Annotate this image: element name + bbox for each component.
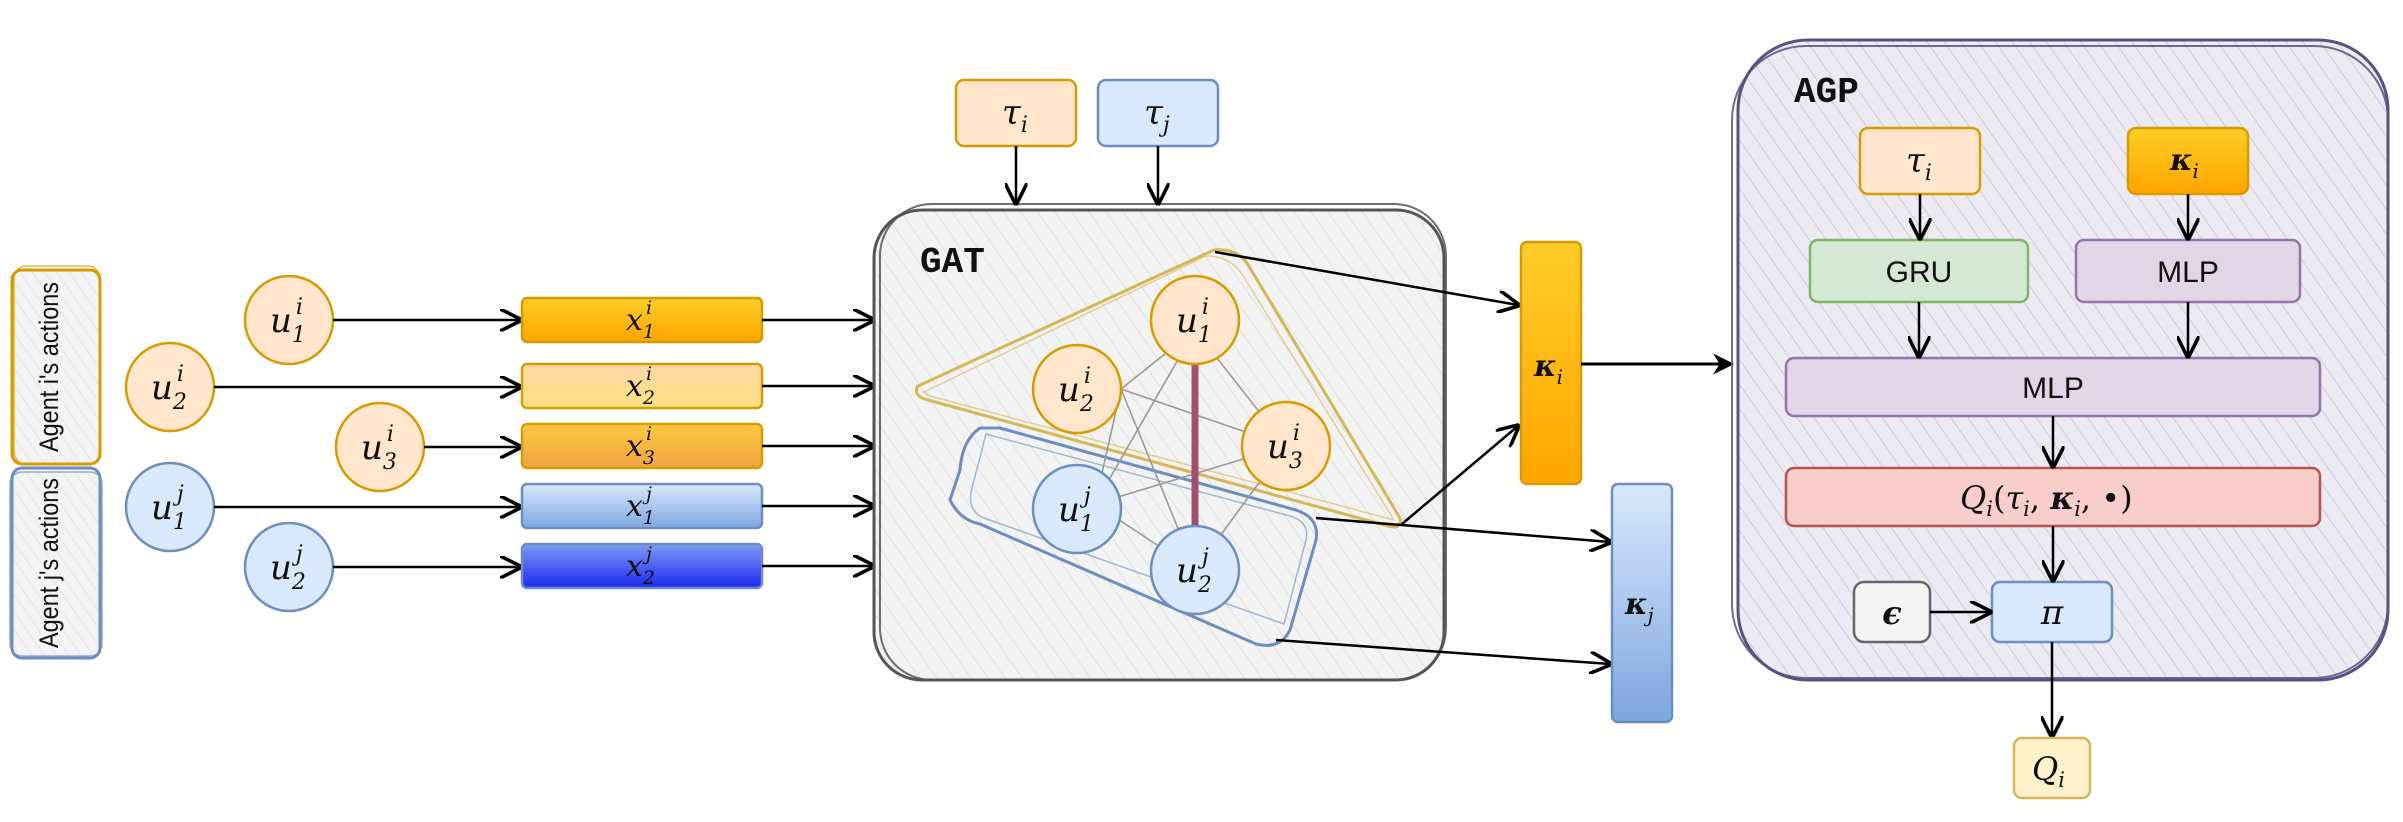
u2j-label: u2j — [270, 542, 306, 595]
mlp-top-label: MLP — [2157, 256, 2219, 289]
gat-title: GAT — [920, 242, 985, 283]
gru-label: GRU — [1886, 256, 1953, 289]
kappa-i-label: κi — [1533, 349, 1563, 389]
agp-tau-i-label: τi — [1906, 141, 1932, 186]
agp-inputs: τi κi — [1858, 126, 2250, 196]
agp-layers: GRU MLP MLP Qi(τi, κi, •) ϵ π — [1784, 238, 2322, 644]
embedding-to-gat-arrows — [762, 320, 873, 566]
agent-j-group: Agent j's actions — [9, 466, 103, 660]
gat-node-u2i — [1031, 343, 1123, 435]
agp-kappa-i-label: κi — [2169, 143, 2199, 183]
q-function-label: Qi(τi, κi, •) — [1960, 479, 2133, 521]
gat-tau-inputs: τi τj — [954, 78, 1220, 203]
node-to-embedding-arrows — [214, 320, 520, 567]
pi-label: π — [2040, 593, 2064, 633]
x2i-label: x2i — [626, 363, 655, 409]
gat-node-u3i — [1240, 400, 1332, 492]
kappa-j-bar — [1610, 482, 1674, 724]
gat-to-kappa-arrows — [1214, 250, 1610, 664]
gat-node-u1i — [1149, 274, 1241, 366]
q-output-label: Qi — [2032, 750, 2065, 792]
agent-j-label: Agent j's actions — [34, 478, 64, 648]
gat-node-u2j — [1149, 524, 1241, 616]
u3i-label: u3i — [361, 422, 397, 475]
agent-i-label: Agent i's actions — [34, 282, 64, 452]
embedding-bars — [520, 296, 764, 590]
q-output: Qi — [2012, 736, 2092, 800]
q-output-box — [2012, 736, 2092, 800]
gat-u2i-label: u2i — [1058, 364, 1094, 417]
x3i-label: x3i — [626, 423, 655, 469]
u1i-label: u1i — [270, 295, 306, 348]
kappa-vectors: κi κj — [1519, 240, 1674, 724]
mlp-wide-label: MLP — [2022, 372, 2084, 405]
epsilon-label: ϵ — [1882, 594, 1901, 632]
agp-arrows — [1919, 194, 2188, 736]
x1j-label: x1j — [626, 483, 655, 529]
x2j-label: x2j — [626, 543, 655, 589]
kappa-j-label: κj — [1624, 587, 1654, 627]
gat-u3i-label: u3i — [1267, 421, 1303, 474]
agp-title: AGP — [1794, 72, 1859, 113]
gat-tau-i-label: τi — [1002, 93, 1028, 138]
gat-u1i-label: u1i — [1176, 295, 1212, 348]
gat-graph-nodes — [1031, 274, 1332, 616]
gat-node-u1j — [1031, 463, 1123, 555]
gat-tau-j-label: τj — [1144, 93, 1170, 138]
x1i-label: x1i — [626, 297, 655, 343]
u2i-label: u2i — [151, 362, 187, 415]
agent-i-group: Agent i's actions — [10, 265, 102, 466]
